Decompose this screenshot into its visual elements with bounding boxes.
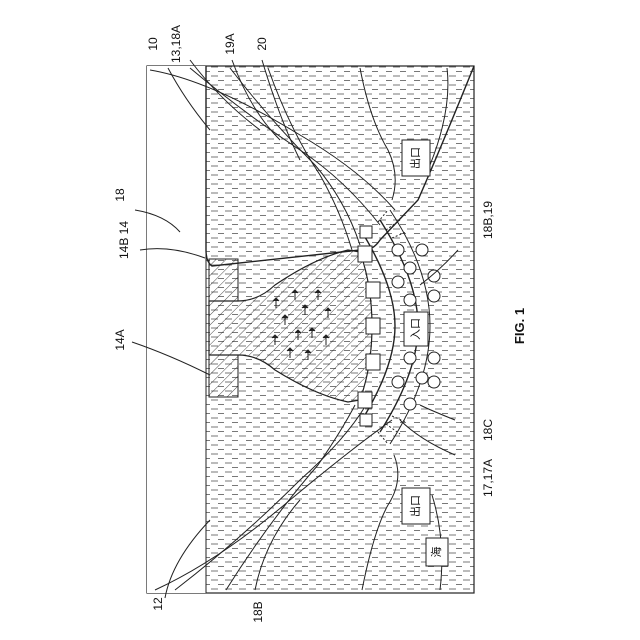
ref-20: 20 xyxy=(255,37,269,51)
ref-14a: 14A xyxy=(113,329,127,350)
shore-band xyxy=(147,66,206,593)
ref-19a: 19A xyxy=(223,33,237,54)
svg-text:入口: 入口 xyxy=(409,318,422,340)
pier-block-14a xyxy=(209,355,238,397)
sea-box: 海 xyxy=(426,538,448,566)
ref-14b-14: 14B 14 xyxy=(117,221,131,259)
ref-18b-19: 18B,19 xyxy=(481,201,495,239)
ref-18b: 18B xyxy=(251,601,265,622)
pier-block-14b xyxy=(209,259,238,301)
figure-label: FIG. 1 xyxy=(512,308,527,344)
ref-10: 10 xyxy=(146,37,160,51)
ref-17-17a: 17,17A xyxy=(481,459,495,497)
entrance-box: 入口 xyxy=(404,312,428,346)
svg-text:海: 海 xyxy=(429,547,443,558)
ref-18: 18 xyxy=(113,188,127,202)
ref-13-18a: 13,18A xyxy=(169,25,183,63)
ref-18c: 18C xyxy=(481,419,495,441)
svg-text:出口: 出口 xyxy=(408,495,422,517)
exit-box-bottom: 出口 xyxy=(402,488,430,524)
svg-text:出口: 出口 xyxy=(408,147,422,169)
ref-12: 12 xyxy=(151,597,165,611)
exit-box-top: 出口 xyxy=(402,140,430,176)
